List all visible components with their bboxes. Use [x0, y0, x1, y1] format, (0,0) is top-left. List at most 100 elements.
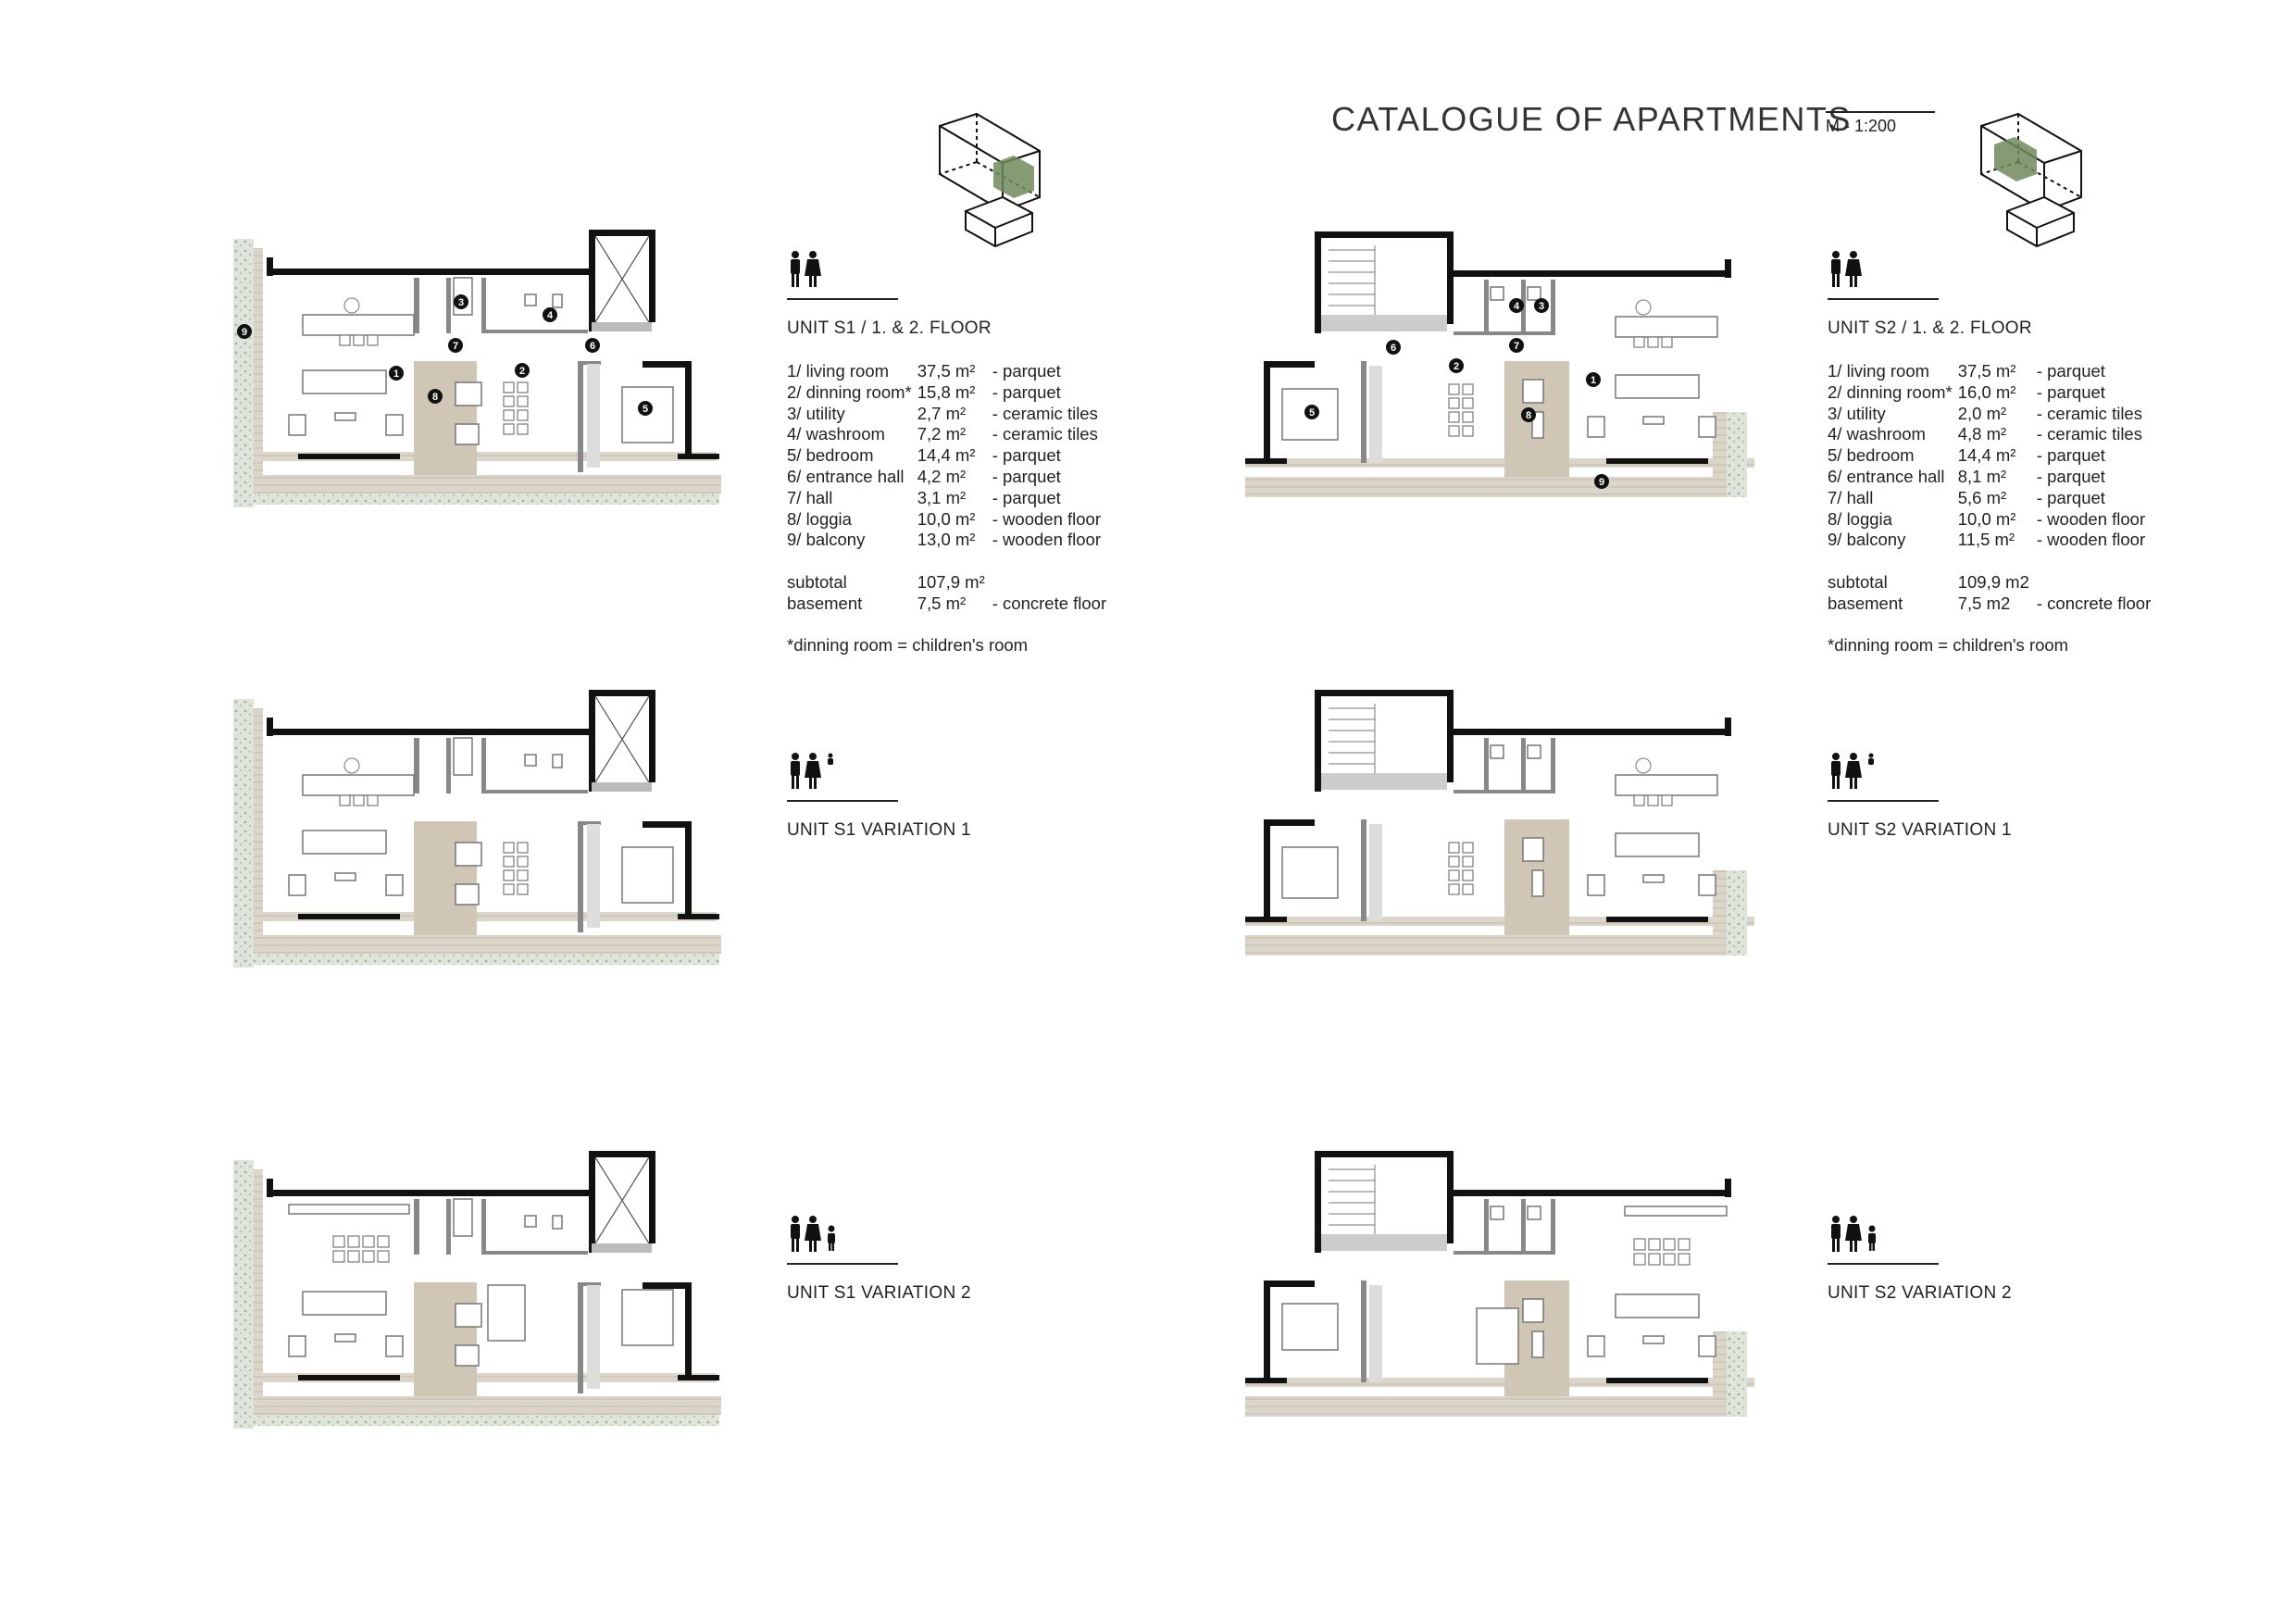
room-marker [1509, 338, 1524, 353]
table-cell: 1/ living room [1828, 361, 1930, 381]
chair [1678, 1238, 1691, 1251]
shaft [592, 782, 652, 792]
planter [233, 1160, 254, 1429]
room-marker [515, 363, 530, 378]
table-cell: 4,8 m² [1957, 424, 2007, 444]
window-wall [678, 454, 719, 459]
table-cell: 10,0 m² [917, 508, 976, 529]
room-number: 7 [1514, 341, 1519, 352]
furniture [1698, 1335, 1716, 1357]
partition [414, 738, 419, 793]
room-number: 3 [1539, 301, 1544, 312]
furniture [1615, 316, 1718, 338]
plant [343, 757, 360, 774]
wall [267, 257, 273, 276]
window-wall [298, 1375, 400, 1380]
unit-s1-title: UNIT S1 / 1. & 2. FLOOR [787, 319, 992, 338]
chair [1633, 1238, 1646, 1251]
furniture [288, 414, 306, 436]
furniture [455, 883, 480, 906]
table-cell: 9/ balcony [787, 530, 866, 550]
wall [267, 718, 273, 736]
table-cell: - parquet [2036, 487, 2105, 507]
partition [578, 821, 583, 932]
furniture [524, 1215, 537, 1228]
furniture [453, 1198, 473, 1237]
balcony-deck [254, 1169, 263, 1415]
partition [446, 1199, 451, 1255]
window-wall [1606, 458, 1708, 464]
partition [1484, 738, 1489, 792]
table-cell: 2/ dinning room* [1828, 381, 1953, 402]
furniture [334, 1333, 356, 1343]
room-number: 2 [519, 366, 525, 377]
exterior-wall [1264, 361, 1270, 458]
chair [339, 794, 351, 806]
plan-unit-s2-variation1 [1245, 690, 1754, 956]
room-number: 1 [393, 369, 399, 380]
furniture [1531, 411, 1544, 439]
balcony-deck [1245, 935, 1736, 956]
furniture [302, 1291, 387, 1316]
furniture [455, 423, 480, 445]
chair [1462, 383, 1474, 395]
table-cell: 7,5 m2 [1957, 593, 2011, 613]
planter [233, 493, 719, 505]
table-cell: 3/ utility [1828, 403, 1886, 423]
exterior-wall [1454, 729, 1731, 735]
room-number: 8 [432, 392, 438, 403]
partition [1521, 1199, 1526, 1253]
room-number: 7 [453, 341, 458, 352]
planter [1727, 870, 1747, 956]
chair [1678, 1253, 1691, 1266]
wall [1447, 690, 1454, 782]
partition [1361, 819, 1366, 921]
chair [517, 856, 529, 868]
two-adults-baby-icon [791, 753, 833, 789]
furniture [1531, 1330, 1544, 1358]
furniture [334, 412, 356, 421]
chair [1448, 869, 1460, 881]
chair [1661, 336, 1673, 348]
furniture [1490, 1206, 1504, 1220]
chair [1448, 856, 1460, 868]
table-cell: - wooden floor [992, 508, 1101, 529]
table-cell: 4/ washroom [1828, 424, 1926, 444]
furniture [455, 381, 482, 406]
exterior-wall [643, 1282, 689, 1289]
table-cell: 9/ balcony [1828, 530, 1906, 550]
table-cell: 6/ entrance hall [1828, 466, 1945, 486]
furniture [1527, 1206, 1541, 1220]
table-cell: - wooden floor [2036, 530, 2146, 550]
partition [481, 1199, 486, 1253]
exterior-wall [1454, 270, 1731, 277]
scale-label: M - 1:200 [1826, 117, 1897, 135]
furniture [302, 830, 387, 855]
chair [1448, 411, 1460, 423]
furniture [1476, 1307, 1519, 1365]
chair [1462, 856, 1474, 868]
furniture [1531, 869, 1544, 897]
partition [446, 738, 451, 793]
planter [1727, 1331, 1747, 1417]
table-cell: 7,5 m² [917, 593, 967, 613]
furniture [1522, 1298, 1544, 1323]
chair [1663, 1253, 1676, 1266]
wall [1725, 259, 1731, 278]
floor-plan-s2 [1245, 1151, 1754, 1417]
table-cell: 7,2 m² [917, 424, 967, 444]
unit-s2-title: UNIT S2 / 1. & 2. FLOOR [1828, 319, 2032, 338]
furniture [1587, 874, 1605, 896]
window-wall [298, 914, 400, 919]
chair [503, 856, 515, 868]
exterior-wall [270, 269, 593, 275]
plan-unit-s1-variation1 [233, 690, 721, 968]
chair [1462, 883, 1474, 895]
room-number: 9 [1599, 477, 1604, 488]
